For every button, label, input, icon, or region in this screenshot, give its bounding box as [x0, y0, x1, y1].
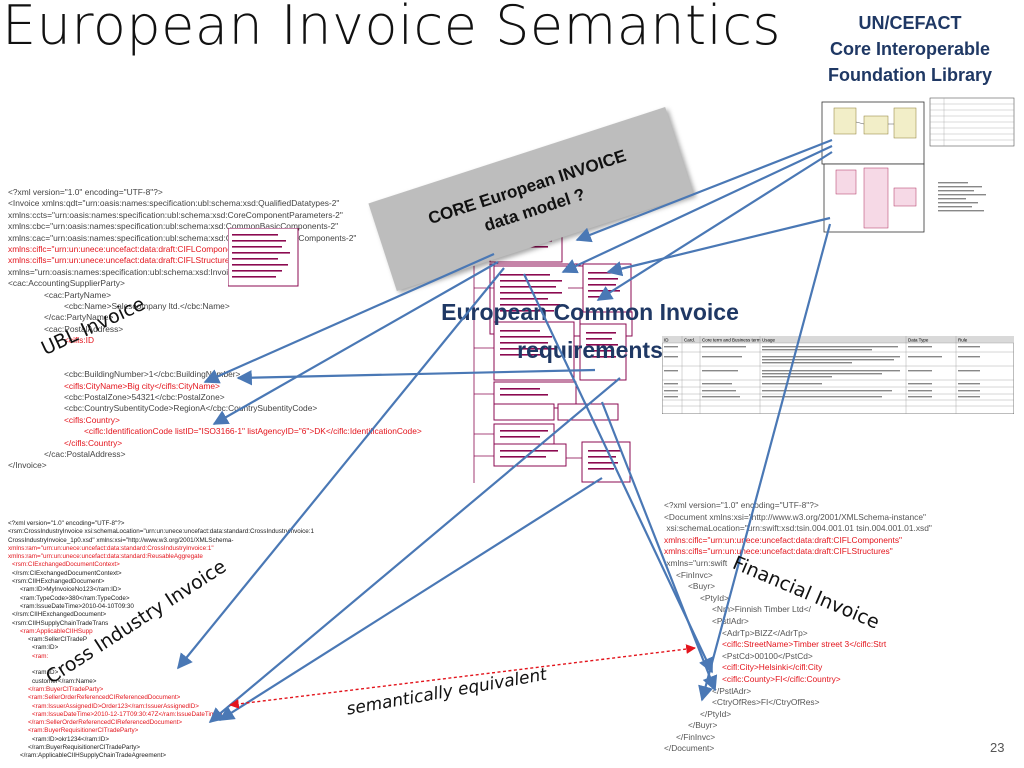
cii-code-line: </ram:BuyerCITradeParty>: [28, 685, 104, 693]
financial-code-line: <?xml version="1.0" encoding="UTF-8"?>: [664, 500, 819, 510]
financial-code-line: <PstlAdr>: [712, 615, 749, 626]
ubl-code-line: xmlns:ciflc="urn:un:unece:uncefact:data:…: [8, 243, 247, 254]
financial-code-line: <Document xmlns:xsi="http://www.w3.org/2…: [664, 511, 926, 522]
uml-class-additional-references: [493, 423, 555, 445]
financial-code-line: xmlns:ciflc="urn:un:unece:uncefact:data:…: [664, 534, 903, 545]
uml-class-box: [863, 115, 889, 135]
cii-xml-code: <?xml version="1.0" encoding="UTF-8"?><r…: [8, 520, 314, 768]
requirements-label: European Common Invoice requirements: [395, 293, 785, 369]
page-number: 23: [990, 740, 1005, 755]
uml-class-referencing: [557, 403, 619, 421]
uml-class-contract: [493, 403, 555, 421]
ubl-code-line: <cac:AccountingSupplierParty>: [8, 278, 125, 289]
financial-code-line: <Nm>Finnish Timber Ltd</: [712, 604, 811, 615]
cii-code-line: <ram:BuyerRequisitionerCITradeParty>: [28, 727, 139, 735]
table-header-rule: Rule: [958, 338, 968, 343]
uml-class-box: [833, 107, 857, 135]
cii-code-line: <ram:IssuerAssignedID>Order123</ram:Issu…: [32, 702, 199, 710]
financial-code-line: <AdrTp>BIZZ</AdrTp>: [722, 627, 808, 638]
financial-code-line: xsi:schemaLocation="urn:swift:xsd:tsin.0…: [664, 523, 932, 534]
slide-title: European Invoice Semantics: [2, 0, 782, 57]
uml-link: [855, 121, 865, 125]
cii-code-line: </rsm:CIIHExchangedDocument>: [12, 611, 107, 619]
uml-class-box: [893, 107, 917, 139]
cii-code-line: </ram:BuyerRequisitionerCITradeParty>: [28, 744, 141, 752]
financial-code-line: xmlns:cifls="urn:un:unece:uncefact:data:…: [664, 546, 893, 557]
ubl-code-line: <cac:PartyName>: [44, 289, 112, 300]
cii-code-line: <rsm:CrossIndustryInvoice xsi:schemaLoca…: [8, 528, 315, 536]
ubl-code-line: <cifls:ID: [64, 335, 95, 346]
financial-code-line: <PstCd>00100</PstCd>: [722, 650, 813, 661]
uml-class-box: [863, 167, 889, 229]
thumbnail-text-lines: [938, 182, 986, 212]
cii-code-line: <ram:ApplicableCIIHSupp: [20, 627, 93, 635]
financial-code-line: </Document>: [664, 743, 715, 754]
cii-code-line: <ram:ID>okr1234</ram:ID>: [32, 735, 109, 743]
uncefact-line-1: UN/CEFACT: [858, 13, 962, 33]
cii-code-line: <rsm:CIExchangedDocumentContext>: [12, 561, 120, 569]
cii-code-line: customer</ram:Name>: [32, 677, 97, 685]
cii-code-line: <ram:IssueDateTime>2010-12-17T09:30:47Z<…: [32, 710, 223, 718]
semantically-equivalent-label: semantically equivalent: [345, 664, 549, 720]
financial-invoice-xml-code: <?xml version="1.0" encoding="UTF-8"?><D…: [664, 500, 932, 755]
uml-class-box: [835, 169, 857, 195]
ubl-code-line: xmlns:cifls="urn:un:unece:uncefact:data:…: [8, 255, 237, 266]
financial-code-line: <ciflc:County>FI</ciflc:Country>: [722, 673, 841, 684]
cii-code-line: </ram:SellerOrderReferencedCIReferencedD…: [28, 719, 182, 727]
cii-code-line: CrossIndustryInvoice_1p0.xsd" xmlns:xsi=…: [8, 536, 234, 544]
cii-code-line: <ram:ID>MyInvoiceNo123</ram:ID>: [20, 586, 122, 594]
ubl-code-line: <cbc:BuildingNumber>1</cbc:BuildingNumbe…: [64, 369, 241, 380]
cii-code-line: <ram:TypeCode>380</ram:TypeCode>: [20, 594, 130, 602]
ubl-code-line: xmlns="urn:oasis:names:specification:ubl…: [8, 266, 253, 277]
thumbnail-table-lines: [930, 98, 1014, 146]
cii-code-line: <?xml version="1.0" encoding="UTF-8"?>: [8, 520, 125, 527]
table-header-row: [662, 336, 1014, 343]
cii-code-line: <ram:SellerCITradeP: [28, 636, 88, 644]
cii-code-line: <ram:: [32, 652, 49, 660]
cii-code-line: <rsm:CIIHExchangedDocument>: [12, 578, 105, 586]
cii-code-line: <rsm:CIIHSupplyChainTradeTrans: [12, 619, 109, 627]
financial-code-line: </FinInvc>: [676, 731, 716, 742]
ubl-code-line: xmlns:ccts="urn:oasis:names:specificatio…: [8, 209, 343, 220]
uncefact-line-2: Core Interoperable: [829, 39, 991, 59]
ubl-code-line: xmlns:cac="urn:oasis:names:specification…: [8, 232, 357, 243]
cii-code-line: <ram:IssueDateTime>2010-04-10T09:30: [20, 602, 134, 610]
cii-code-line: xmlns:ram="urn:un:unece:uncefact:data:st…: [8, 544, 214, 552]
financial-code-line: </Buyr>: [688, 720, 718, 731]
table-header-data-type: Data Type: [908, 338, 929, 343]
cii-code-line: </ram:ApplicableCIIHSupplyChainTradeAgre…: [20, 752, 167, 760]
ubl-code-line: </Invoice>: [8, 460, 47, 471]
cii-code-line: <ram:ID>: [32, 644, 59, 652]
cii-code-line: <ram:ID>: [32, 669, 59, 677]
cifl-library-thumbnails: [821, 97, 1015, 233]
ubl-code-line: <Invoice xmlns:qdt="urn:oasis:names:spec…: [8, 198, 340, 209]
ubl-code-line: <cbc:PostalZone>54321</cbc:PostalZone>: [64, 392, 225, 403]
cii-code-line: [8, 761, 314, 768]
financial-code-line: <ciflc:StreetName>Timber street 3</ciflc…: [722, 639, 887, 650]
ubl-code-line: <?xml version="1.0" encoding="UTF-8"?>: [8, 187, 163, 197]
ubl-code-line: <cifls:Country>: [64, 414, 120, 425]
uncefact-line-3: Foundation Library: [828, 65, 992, 85]
financial-code-line: </PstlAdr>: [712, 685, 752, 696]
requirements-line-2: requirements: [517, 337, 663, 363]
cii-code-line: <ram:SellerOrderReferencedCIReferencedDo…: [28, 694, 181, 702]
cii-code-line: xmlns:ram="urn:un:unece:uncefact:data:st…: [8, 553, 203, 561]
uncefact-library-label: UN/CEFACT Core Interoperable Foundation …: [800, 10, 1020, 88]
financial-code-line: <CtryOfRes>FI</CtryOfRes>: [712, 697, 820, 708]
arrow-cifl-to-postal: [606, 216, 831, 277]
ubl-code-line: </cac:PartyName>: [44, 312, 114, 323]
ubl-code-line: xmlns:cbc="urn:oasis:names:specification…: [8, 221, 339, 232]
financial-code-line: <cifl:City>Helsinki</cifl:City: [722, 662, 823, 673]
cii-code-line: </rsm:CIExchangedDocumentContext>: [12, 569, 122, 577]
uml-class-consignee: [493, 443, 567, 467]
ubl-code-line: <cac:PostalAddress>: [44, 323, 124, 334]
uml-class-box: [893, 187, 917, 207]
financial-code-line: xmlns="urn:swift: [664, 557, 728, 568]
financial-code-line: </PtyId>: [700, 708, 732, 719]
requirements-line-1: European Common Invoice: [441, 299, 739, 325]
ubl-code-line: </cac:PostalAddress>: [44, 448, 126, 459]
ubl-code-line: </cifls:Country>: [64, 437, 123, 448]
